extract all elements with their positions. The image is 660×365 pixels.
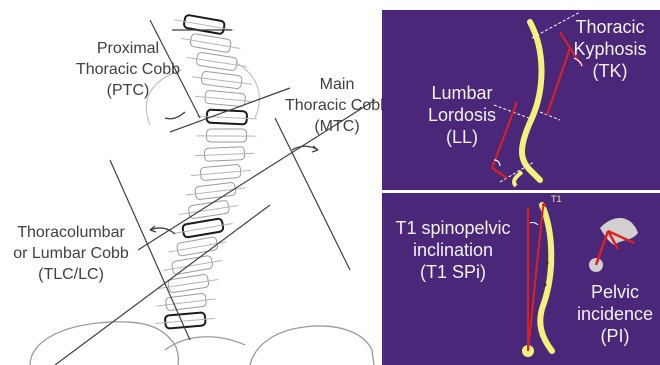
ptc-label-line2: Thoracic Cobb bbox=[63, 59, 193, 80]
t1spi-angle-arc bbox=[530, 223, 538, 225]
sacrum-tip bbox=[514, 172, 522, 186]
sagittal-spine-curve bbox=[522, 22, 542, 180]
t1spi-label-line1: T1 spinopelvic bbox=[382, 217, 524, 239]
t1spi-label-line2: inclination bbox=[382, 239, 524, 261]
pelvis-right-outline bbox=[250, 326, 374, 365]
mtc-label-line3: (MTC) bbox=[282, 116, 392, 137]
mtc-label-line2: Thoracic Cobb bbox=[282, 95, 392, 116]
ll-label: Lumbar Lordosis (LL) bbox=[412, 82, 512, 148]
tlc-label-line1: Thoracolumbar bbox=[6, 222, 136, 243]
spine-dot-2 bbox=[544, 284, 547, 287]
ll-label-line3: (LL) bbox=[412, 126, 512, 148]
coronal-spine-panel: Proximal Thoracic Cobb (PTC) Main Thorac… bbox=[0, 0, 380, 365]
ptc-label-line3: (PTC) bbox=[63, 80, 193, 101]
ll-red-line-2 bbox=[492, 168, 507, 178]
mtc-label: Main Thoracic Cobb (MTC) bbox=[282, 74, 392, 137]
ptc-angle-arrow bbox=[165, 112, 185, 119]
pi-label: Pelvic incidence (PI) bbox=[570, 281, 660, 347]
t1spi-label: T1 spinopelvic inclination (T1 SPi) bbox=[382, 217, 524, 283]
pi-label-line3: (PI) bbox=[570, 325, 660, 347]
tk-label-line1: Thoracic bbox=[560, 16, 660, 38]
mtc-label-line1: Main bbox=[282, 74, 392, 95]
mtc-lower-line bbox=[275, 118, 350, 270]
tk-lower-endplate-line bbox=[540, 112, 560, 120]
spinopelvic-panel: T1 T1 spinopelvic inclination (T1 SPi) P… bbox=[382, 193, 660, 365]
t1spi-label-line3: (T1 SPi) bbox=[382, 261, 524, 283]
pi-label-line1: Pelvic bbox=[570, 281, 660, 303]
spine-dot-1 bbox=[546, 262, 549, 265]
tlc-label-line3: (TLC/LC) bbox=[6, 264, 136, 285]
pi-label-line2: incidence bbox=[570, 303, 660, 325]
t1-marker: T1 bbox=[551, 194, 562, 204]
tk-label: Thoracic Kyphosis (TK) bbox=[560, 16, 660, 82]
pi-line-1 bbox=[596, 231, 608, 265]
ptc-label: Proximal Thoracic Cobb (PTC) bbox=[63, 38, 193, 101]
ll-label-line1: Lumbar bbox=[412, 82, 512, 104]
ll-label-line2: Lordosis bbox=[412, 104, 512, 126]
tk-label-line3: (TK) bbox=[560, 60, 660, 82]
tk-label-line2: Kyphosis bbox=[560, 38, 660, 60]
ptc-label-line1: Proximal bbox=[63, 38, 193, 59]
tlc-label-line2: or Lumbar Cobb bbox=[6, 243, 136, 264]
spinopelvic-spine-curve bbox=[540, 205, 552, 351]
tlc-label: Thoracolumbar or Lumbar Cobb (TLC/LC) bbox=[6, 222, 136, 285]
sagittal-tk-ll-panel: Lumbar Lordosis (LL) Thoracic Kyphosis (… bbox=[382, 10, 660, 190]
t1-centroid-dot bbox=[542, 203, 546, 207]
